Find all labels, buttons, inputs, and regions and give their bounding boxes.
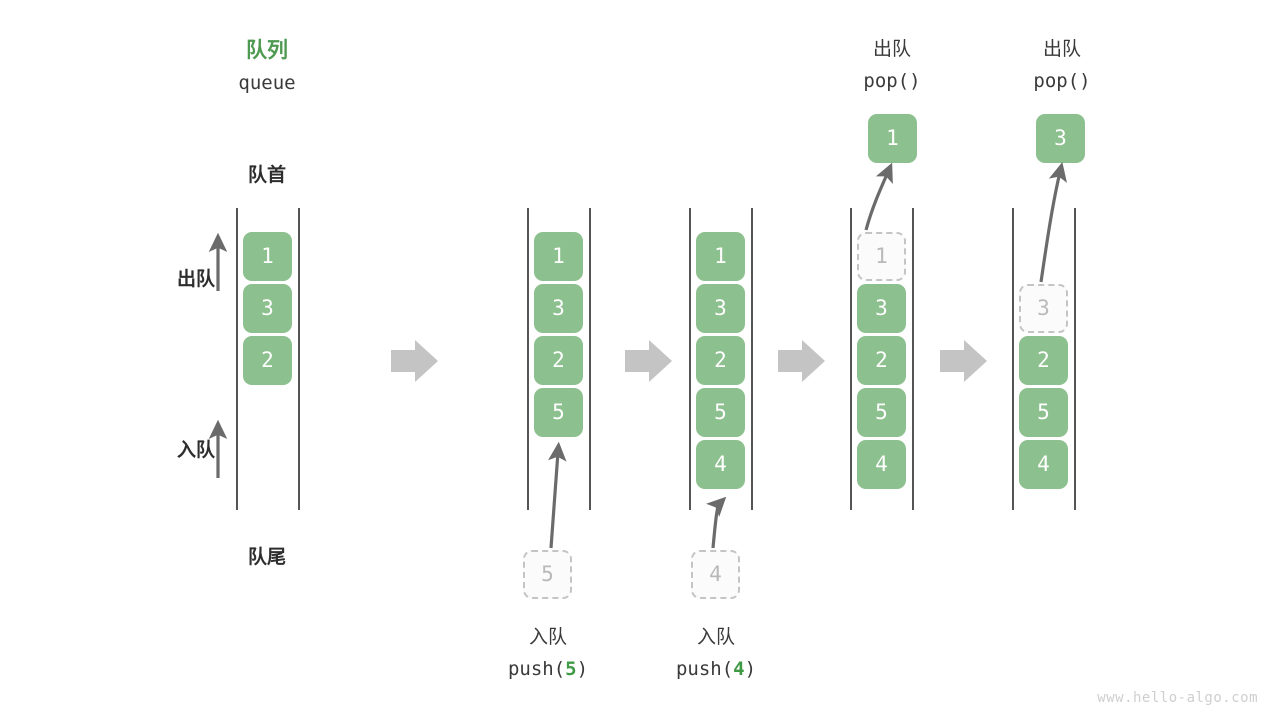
step-arrow-2 bbox=[625, 340, 672, 382]
stage-initial-cell-2: 2 bbox=[243, 336, 292, 385]
stage-pop-3-caption-op: pop() bbox=[1033, 70, 1091, 92]
step-arrow-3 bbox=[778, 340, 825, 382]
stage-initial-cell-0: 1 bbox=[243, 232, 292, 281]
stage-pop-3-cell-1: 3 bbox=[1019, 284, 1068, 333]
stage-push-5-op-prefix: push( bbox=[507, 658, 566, 680]
stage-initial-rail-left bbox=[236, 208, 238, 510]
stage-pop-1-cell-3: 5 bbox=[857, 388, 906, 437]
stage-pop-3-cell-3: 5 bbox=[1019, 388, 1068, 437]
stage-push-4-cell-3: 5 bbox=[696, 388, 745, 437]
queue-tail-label: 队尾 bbox=[247, 546, 286, 568]
stage-push-4-caption-cn: 入队 bbox=[696, 626, 735, 648]
queue-head-label: 队首 bbox=[247, 164, 286, 186]
stage-push-5-rail-left bbox=[527, 208, 529, 510]
stage-push-5-rail-right bbox=[589, 208, 591, 510]
stage-push-4-cell-0: 1 bbox=[696, 232, 745, 281]
stage-initial-rail-right bbox=[298, 208, 300, 510]
stage-push-5-caption-op: push(5) bbox=[468, 658, 628, 680]
stage-push-5-op-suffix: ) bbox=[576, 658, 589, 680]
stage-pop-1-cell-1: 3 bbox=[857, 284, 906, 333]
stage-pop-3-cell-2: 2 bbox=[1019, 336, 1068, 385]
stage-pop-1-cell-0: 1 bbox=[857, 232, 906, 281]
stage-push-5-incoming-arrow bbox=[548, 441, 567, 549]
diagram-title-en: queue bbox=[238, 72, 296, 94]
stage-push-4-cell-4: 4 bbox=[696, 440, 745, 489]
stage-pop-3-rail-right bbox=[1074, 208, 1076, 510]
stage-pop-1-outgoing-arrow bbox=[864, 162, 893, 231]
stage-initial-cell-1: 3 bbox=[243, 284, 292, 333]
stage-pop-1-rail-left bbox=[850, 208, 852, 510]
stage-push-4-rail-right bbox=[751, 208, 753, 510]
stage-push-4-incoming-cell: 4 bbox=[691, 550, 740, 599]
stage-pop-1-rail-right bbox=[912, 208, 914, 510]
stage-push-4-op-prefix: push( bbox=[675, 658, 734, 680]
stage-push-5-op-arg: 5 bbox=[565, 658, 577, 680]
dequeue-direction-label: 出队 bbox=[176, 268, 215, 290]
stage-push-4-rail-left bbox=[689, 208, 691, 510]
stage-push-4-op-arg: 4 bbox=[733, 658, 745, 680]
stage-pop-1-cell-2: 2 bbox=[857, 336, 906, 385]
stage-pop-1-cell-4: 4 bbox=[857, 440, 906, 489]
stage-push-5-cell-2: 2 bbox=[534, 336, 583, 385]
stage-push-5-cell-0: 1 bbox=[534, 232, 583, 281]
stage-pop-3-popped-cell: 3 bbox=[1036, 114, 1085, 163]
stage-pop-1-caption-op: pop() bbox=[863, 70, 921, 92]
step-arrow-4 bbox=[940, 340, 987, 382]
stage-pop-3-outgoing-arrow bbox=[1039, 162, 1067, 283]
stage-push-5-cell-1: 3 bbox=[534, 284, 583, 333]
stage-push-5-incoming-cell: 5 bbox=[523, 550, 572, 599]
stage-pop-3-rail-left bbox=[1012, 208, 1014, 510]
step-arrow-1 bbox=[391, 340, 438, 382]
diagram-title-cn: 队列 bbox=[246, 38, 288, 62]
stage-pop-1-popped-cell: 1 bbox=[868, 114, 917, 163]
stage-pop-1-caption-cn: 出队 bbox=[872, 38, 911, 60]
watermark: www.hello-algo.com bbox=[1097, 690, 1258, 706]
stage-pop-3-cell-4: 4 bbox=[1019, 440, 1068, 489]
stage-push-4-op-suffix: ) bbox=[744, 658, 757, 680]
stage-push-4-cell-1: 3 bbox=[696, 284, 745, 333]
stage-push-4-incoming-arrow bbox=[706, 496, 727, 549]
stage-push-5-cell-3: 5 bbox=[534, 388, 583, 437]
stage-push-4-cell-2: 2 bbox=[696, 336, 745, 385]
stage-pop-3-caption-cn: 出队 bbox=[1042, 38, 1081, 60]
stage-push-5-caption-cn: 入队 bbox=[528, 626, 567, 648]
enqueue-direction-label: 入队 bbox=[176, 439, 215, 461]
stage-push-4-caption-op: push(4) bbox=[636, 658, 796, 680]
